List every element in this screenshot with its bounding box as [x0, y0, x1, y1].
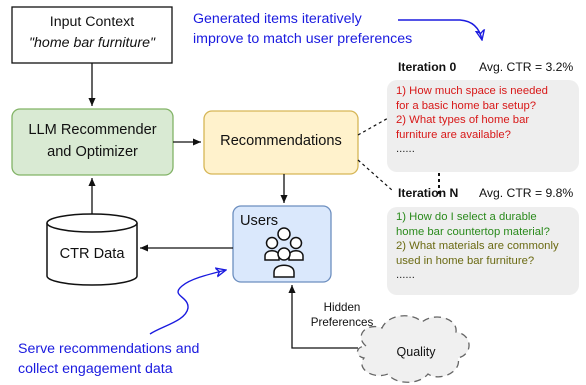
iterationN-item1-line2: home bar countertop material?: [396, 225, 550, 238]
top-note-line2: improve to match user preferences: [193, 31, 413, 47]
iteration0-ctr: Avg. CTR = 3.2%: [479, 60, 574, 74]
users-label: Users: [240, 213, 279, 229]
iterationN-item2-line1: 2) What materials are commonly: [396, 240, 559, 253]
input-context-box: [11, 6, 173, 64]
quality-cloud-shape: [356, 315, 470, 383]
dashed-link-iteration0: [357, 116, 391, 136]
iterationN-title: Iteration N: [398, 186, 459, 200]
iteration0-item1-line2: for a basic home bar setup?: [396, 99, 537, 112]
input-context-subtitle: "home bar furniture": [29, 35, 155, 51]
llm-label-line1: LLM Recommender: [28, 122, 157, 138]
recommendations-label: Recommendations: [220, 133, 342, 149]
iteration0-item1-line1: 1) How much space is needed: [396, 85, 548, 97]
bottom-note-line2: collect engagement data: [18, 361, 173, 377]
iteration0-card: 1) How much space is needed for a basic …: [387, 80, 579, 172]
blue-arrow-top: [398, 19, 482, 40]
top-note-line1: Generated items iteratively: [193, 11, 362, 27]
iteration0-item2-line2: furniture are available?: [396, 128, 511, 141]
bottom-note-line1: Serve recommendations and: [18, 341, 200, 357]
iterationN-item1-line1: 1) How do I select a durable: [396, 211, 537, 223]
iterationN-ellipsis: ......: [396, 269, 415, 282]
recommendations-box: [203, 110, 359, 175]
users-people-icon: [264, 227, 304, 278]
hidden-preferences-line1: Hidden: [323, 301, 361, 314]
blue-arrow-bottom: [149, 270, 226, 335]
iteration0-ellipsis: ......: [396, 143, 415, 156]
iteration0-item2-line1: 2) What types of home bar: [396, 114, 530, 127]
ctr-data-cylinder: [46, 213, 138, 286]
llm-recommender-box: [11, 108, 174, 176]
arrow-quality-to-users: [288, 285, 358, 349]
quality-label: Quality: [396, 345, 436, 359]
input-context-title: Input Context: [49, 14, 135, 30]
iterationN-item2-line2: used in home bar furniture?: [396, 254, 535, 267]
iterationN-ctr: Avg. CTR = 9.8%: [479, 186, 574, 200]
users-box: [232, 205, 332, 283]
ctr-data-label: CTR Data: [59, 246, 125, 262]
iteration0-title: Iteration 0: [398, 60, 457, 74]
llm-label-line2: and Optimizer: [47, 144, 138, 160]
hidden-preferences-line2: Preferences: [310, 316, 374, 329]
iterationN-card: 1) How do I select a durable home bar co…: [387, 207, 579, 295]
dashed-link-iterationN: [357, 159, 394, 192]
